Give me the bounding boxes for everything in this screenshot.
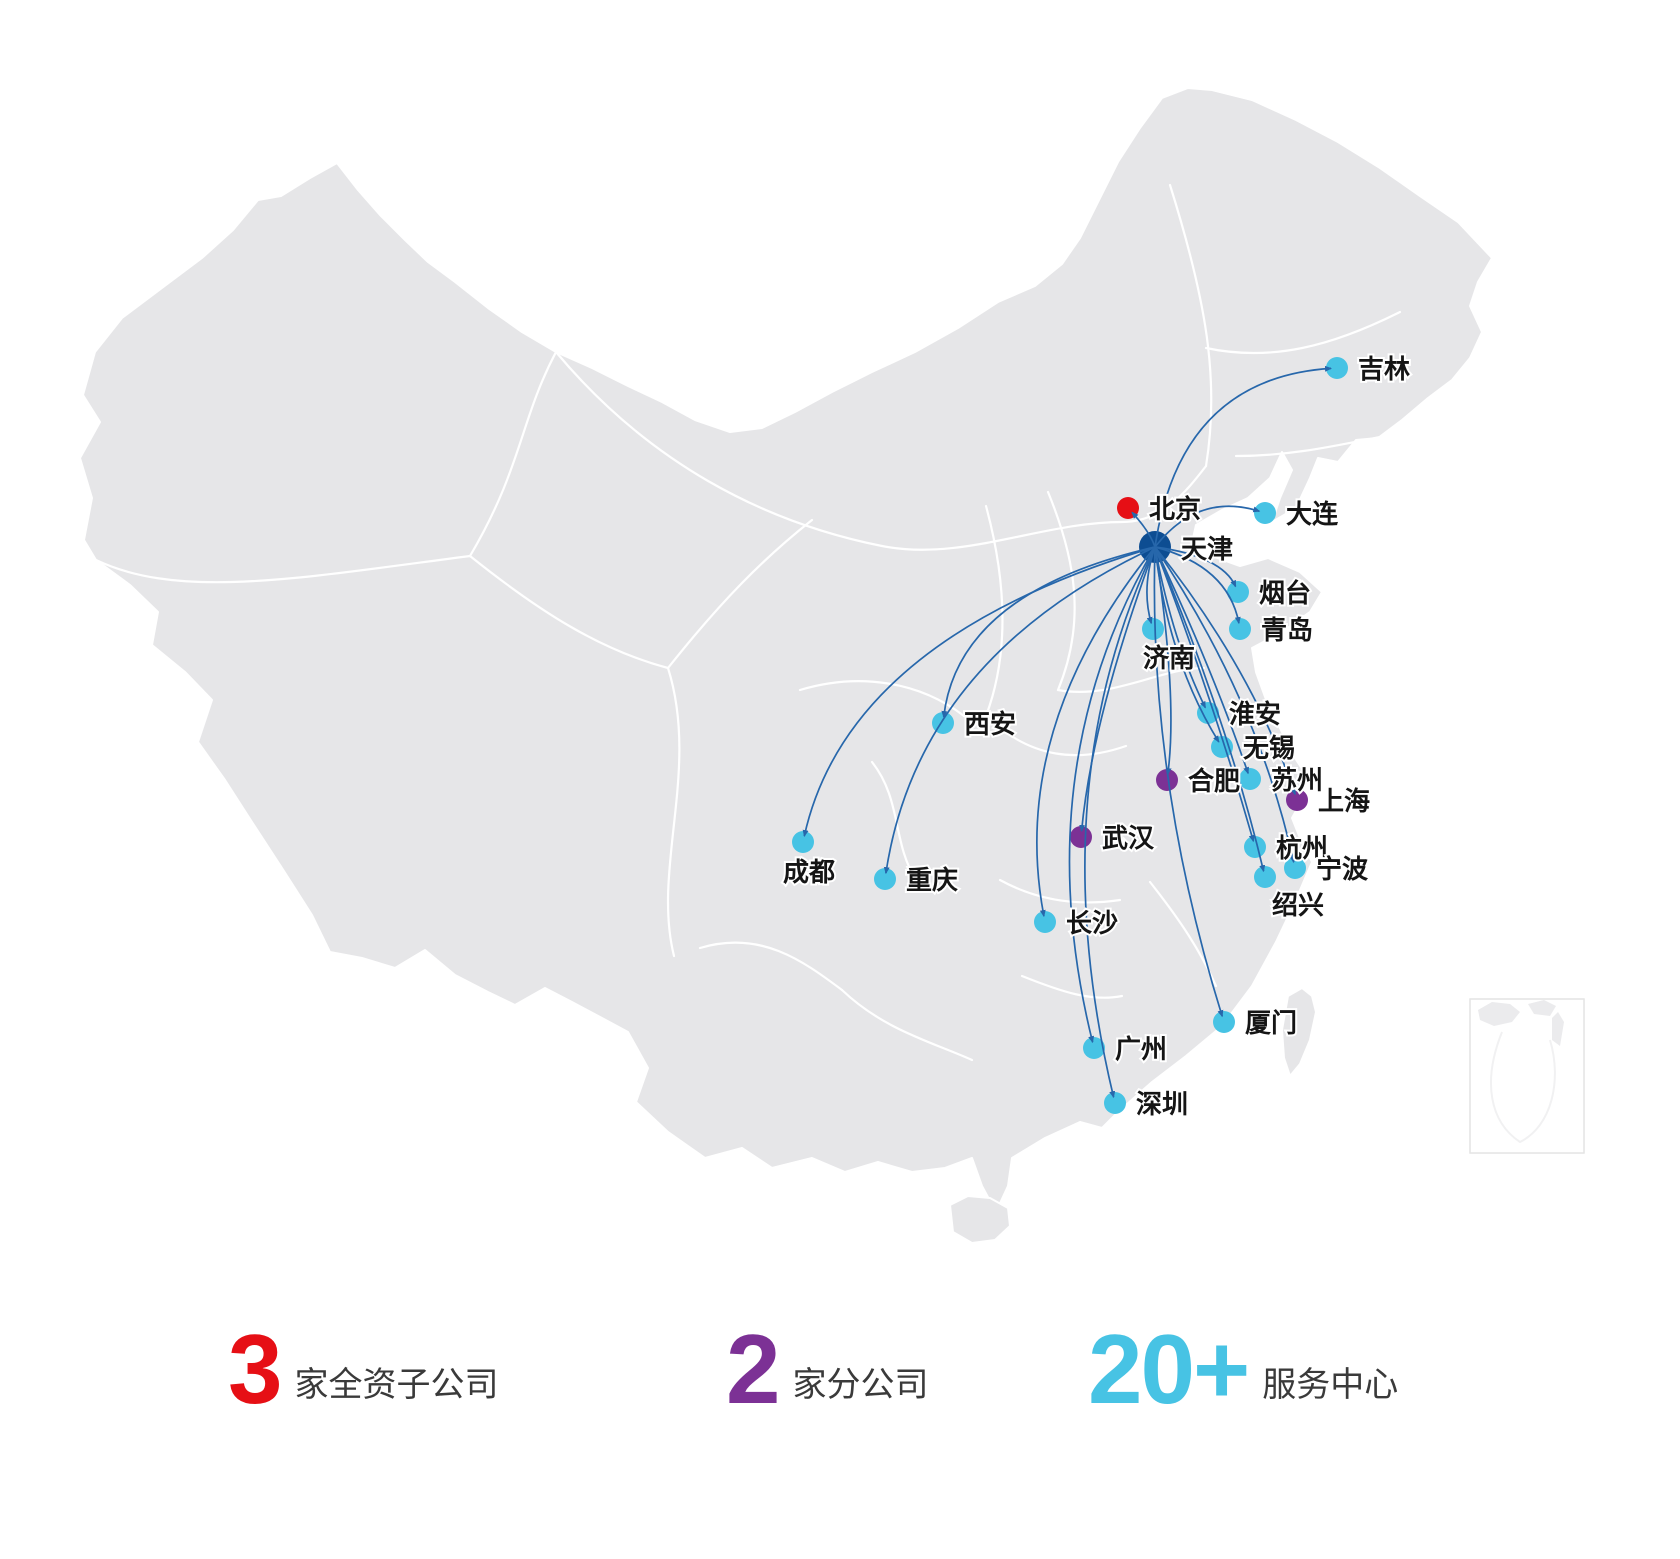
legend-item-subsidiaries: 3 家全资子公司 <box>228 1312 499 1424</box>
city-label: 杭州 <box>1276 833 1328 863</box>
inset-island <box>1552 1012 1564 1046</box>
province-border-line <box>698 941 844 992</box>
province-border-line <box>984 714 1128 757</box>
city-label: 合肥 <box>1188 766 1240 796</box>
city-label: 长沙 <box>1066 908 1118 938</box>
subsidiaries-count: 3 <box>228 1313 282 1424</box>
city-dot-service <box>1229 618 1251 640</box>
city-label: 绍兴 <box>1272 890 1324 920</box>
flight-arc-to-武汉 <box>1079 546 1156 832</box>
province-border-line <box>998 878 1122 904</box>
province-border-line <box>840 988 974 1062</box>
city-label: 武汉 <box>1102 823 1155 853</box>
city-dot-service <box>792 831 814 853</box>
province-border-line <box>1168 183 1213 468</box>
city-label: 天津 <box>1181 534 1233 564</box>
flight-arc-to-杭州 <box>1154 546 1255 843</box>
flight-arc-to-广州 <box>1068 546 1156 1044</box>
legend-item-branches: 2 家分公司 <box>726 1312 929 1424</box>
city-label: 广州 <box>1115 1034 1167 1064</box>
city-dot-service <box>1239 768 1261 790</box>
province-border-line <box>1020 974 1124 999</box>
city-label: 烟台 <box>1259 578 1311 608</box>
flight-arc-to-宁波 <box>1154 546 1296 864</box>
city-dot-service <box>1213 1011 1235 1033</box>
province-border-line <box>666 518 814 670</box>
city-label: 吉林 <box>1358 354 1410 384</box>
flight-arc-to-吉林 <box>1154 365 1332 548</box>
flight-arc-to-烟台 <box>1154 546 1237 588</box>
city-label: 青岛 <box>1261 615 1313 645</box>
flight-arc-to-大连 <box>1154 505 1261 548</box>
flight-arc-to-绍兴 <box>1154 546 1266 873</box>
city-dot-service <box>1254 502 1276 524</box>
city-label: 苏州 <box>1271 765 1323 795</box>
flight-arcs <box>802 365 1332 1099</box>
china-outline <box>79 87 1493 1213</box>
city-label: 西安 <box>964 709 1016 739</box>
city-dot-service <box>1254 866 1276 888</box>
service-centers-label: 服务中心 <box>1262 1366 1399 1404</box>
city-label: 成都 <box>783 857 835 887</box>
service-centers-count: 20+ <box>1088 1313 1250 1424</box>
flight-arc-to-成都 <box>802 546 1156 838</box>
subsidiaries-label: 家全资子公司 <box>294 1366 499 1404</box>
city-dot-service <box>1034 911 1056 933</box>
city-dot-service <box>1326 357 1348 379</box>
city-dot-service <box>874 868 896 890</box>
city-label: 重庆 <box>906 865 958 895</box>
city-label: 大连 <box>1286 499 1339 529</box>
flight-arc-to-上海 <box>1154 546 1297 796</box>
branches-count: 2 <box>726 1313 780 1424</box>
province-border-line <box>984 504 1004 718</box>
inset-boundary-line <box>1490 1031 1556 1144</box>
province-border-line <box>1234 430 1408 458</box>
province-border-line <box>666 666 681 958</box>
map-landmass <box>79 87 1493 1244</box>
flight-arc-to-北京 <box>1131 511 1156 548</box>
branches-label: 家分公司 <box>792 1366 929 1404</box>
city-label: 淮安 <box>1229 699 1281 729</box>
province-border-line <box>1204 310 1402 355</box>
city-label: 厦门 <box>1245 1008 1297 1038</box>
taiwan-island <box>1281 987 1317 1077</box>
inset-frame <box>1469 998 1585 1154</box>
city-dot-service <box>1104 1092 1126 1114</box>
province-borders <box>94 183 1408 1062</box>
city-label: 无锡 <box>1243 733 1295 763</box>
inset-island <box>1478 1002 1520 1026</box>
flight-arc-to-西安 <box>941 546 1156 718</box>
province-border-line <box>798 680 966 718</box>
flight-arc-to-长沙 <box>1036 546 1156 918</box>
flight-arc-to-合肥 <box>1154 546 1172 776</box>
flight-arc-to-青岛 <box>1154 546 1241 625</box>
flight-arc-to-苏州 <box>1154 546 1249 775</box>
city-label: 上海 <box>1318 786 1370 816</box>
province-border-line <box>94 554 472 584</box>
city-label: 济南 <box>1143 643 1195 673</box>
province-border-line <box>554 350 1208 551</box>
city-dot-branch <box>1156 769 1178 791</box>
inset-island <box>1528 1000 1556 1016</box>
city-label: 北京 <box>1149 494 1201 524</box>
province-border-line <box>468 350 558 558</box>
flight-arc-to-厦门 <box>1153 546 1224 1018</box>
city-label: 宁波 <box>1316 854 1369 884</box>
hainan-island <box>949 1195 1011 1244</box>
flight-arc-to-淮安 <box>1154 546 1207 709</box>
flight-arc-to-重庆 <box>883 546 1156 875</box>
province-border-line <box>468 554 670 670</box>
city-dot-branch <box>1070 826 1092 848</box>
legend: 3 家全资子公司 2 家分公司 20+ 服务中心 <box>0 1312 1680 1422</box>
flight-arc-to-深圳 <box>1084 546 1156 1099</box>
city-dot-service <box>1142 618 1164 640</box>
city-label: 深圳 <box>1136 1089 1188 1119</box>
south-sea-inset-box <box>1469 998 1585 1154</box>
legend-item-service-centers: 20+ 服务中心 <box>1088 1312 1399 1424</box>
